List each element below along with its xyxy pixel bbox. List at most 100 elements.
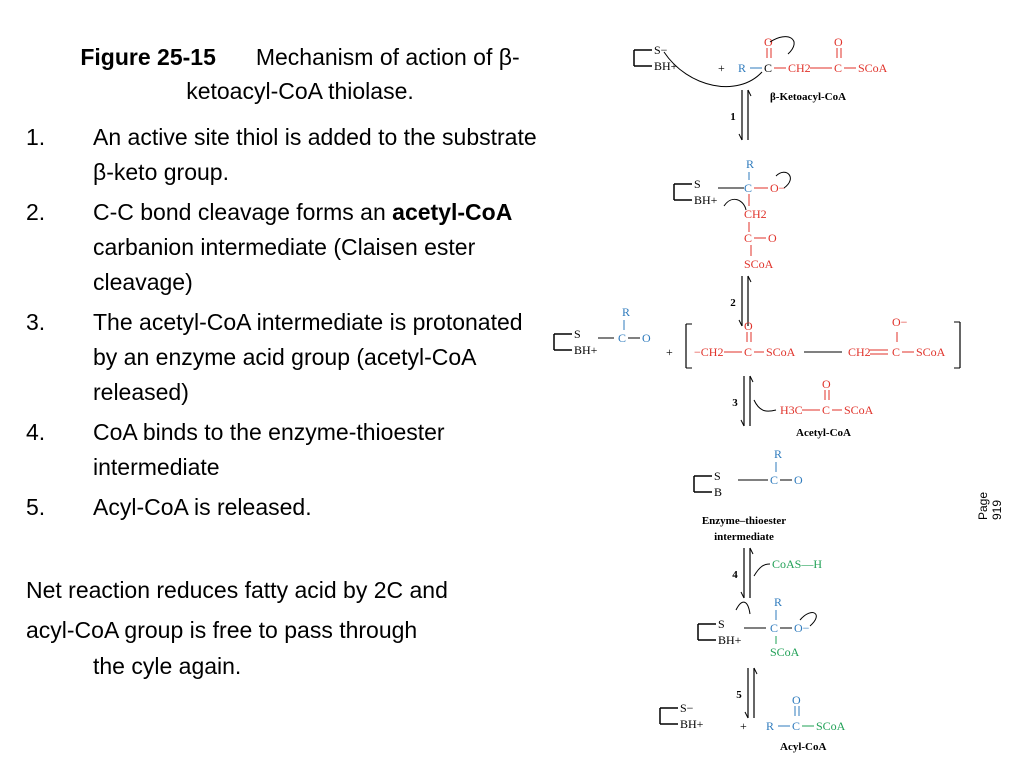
oxygen: O — [768, 231, 777, 245]
step-number: 1. — [26, 124, 46, 150]
label-ketoacyl-coa: β-Ketoacyl-CoA — [770, 91, 846, 103]
step-text-bold: acetyl-CoA — [392, 199, 513, 225]
plus-sign: + — [740, 719, 747, 733]
step-text: The acetyl-CoA intermediate is protonate… — [93, 309, 523, 405]
step-text-before: C-C bond cleavage forms an — [93, 199, 393, 225]
r-group: R — [766, 719, 774, 733]
carbon: C — [744, 231, 752, 245]
label-acyl-coa: Acyl-CoA — [780, 741, 826, 753]
enzyme-1-top: S− — [654, 43, 668, 57]
step-text-after: carbanion intermediate (Claisen ester cl… — [93, 234, 476, 295]
equilibrium-arrow-4-head — [749, 547, 754, 555]
r-group: R — [622, 305, 630, 319]
step-text: Acyl-CoA is released. — [93, 494, 312, 520]
electron-arrow — [735, 601, 751, 615]
r-group: R — [774, 447, 782, 461]
step-number: 4. — [26, 419, 46, 445]
equilibrium-arrow-5-head — [753, 667, 758, 675]
equilibrium-arrow-2-label: 2 — [730, 297, 736, 309]
enzyme-4-bottom: B — [714, 485, 722, 499]
ch2: CH2 — [744, 207, 767, 221]
net-line-2: acyl-CoA group is free to pass through — [26, 617, 418, 643]
electron-arrow — [769, 36, 795, 55]
oxygen: O — [764, 35, 773, 49]
step-number: 5. — [26, 494, 46, 520]
carbon: C — [770, 621, 778, 635]
ch2: CH2 — [848, 345, 871, 359]
equilibrium-arrow-4-head — [740, 591, 745, 599]
carbon: C — [618, 331, 626, 345]
methyl: H3C — [780, 403, 803, 417]
equilibrium-arrow-2-head — [747, 275, 752, 283]
release-arrow — [753, 399, 777, 412]
equilibrium-arrow-5-label: 5 — [736, 689, 742, 701]
oxygen: O — [642, 331, 651, 345]
enzyme-6-top: S− — [680, 701, 694, 715]
enzyme-6-bottom: BH+ — [680, 717, 704, 731]
oxygen: O — [794, 473, 803, 487]
title-line-2: ketoacyl-CoA thiolase. — [186, 78, 414, 104]
equilibrium-arrow-1-label: 1 — [730, 111, 736, 123]
scoa: SCoA — [766, 345, 796, 359]
electron-arrow — [663, 51, 763, 87]
enzyme-5-top: S — [718, 617, 725, 631]
title-text-line1: Mechanism of action of β- — [255, 44, 520, 70]
mechanism-steps: 1.An active site thiol is added to the s… — [26, 120, 551, 530]
step-1: 1.An active site thiol is added to the s… — [26, 120, 551, 190]
coa-entry-arrow — [753, 563, 771, 577]
r-group: R — [746, 157, 754, 171]
oxygen: O — [822, 377, 831, 391]
scoa: SCoA — [744, 257, 774, 271]
plus-sign: + — [718, 61, 725, 75]
step-5: 5. Acyl-CoA is released. — [26, 490, 551, 525]
page-reference: Page 919 — [976, 491, 1004, 520]
oxide: O− — [794, 621, 810, 635]
equilibrium-arrow-1-head — [747, 89, 752, 97]
label-acetyl-coa: Acetyl-CoA — [796, 427, 851, 439]
enzyme-3-bottom: BH+ — [574, 343, 598, 357]
r-group: R — [774, 595, 782, 609]
net-reaction: Net reaction reduces fatty acid by 2C an… — [26, 570, 556, 682]
step-number: 3. — [26, 309, 46, 335]
enzyme-3-top: S — [574, 327, 581, 341]
enzyme-5-bottom: BH+ — [718, 633, 742, 647]
carbon: C — [892, 345, 900, 359]
carbon: C — [744, 345, 752, 359]
scoa: SCoA — [844, 403, 874, 417]
ch2: CH2 — [788, 61, 811, 75]
equilibrium-arrow-3-label: 3 — [732, 397, 738, 409]
enzyme-4-top: S — [714, 469, 721, 483]
step-number: 2. — [26, 199, 46, 225]
carbon: C — [834, 61, 842, 75]
scoa: SCoA — [816, 719, 846, 733]
electron-arrow — [723, 198, 747, 211]
oxide: O− — [892, 315, 908, 329]
carbon: C — [770, 473, 778, 487]
enzyme-1-bottom: BH+ — [654, 59, 678, 73]
equilibrium-arrow-2-head — [738, 319, 743, 327]
electron-arrow — [799, 612, 817, 627]
electron-arrow — [775, 171, 791, 189]
equilibrium-arrow-3-head — [740, 419, 745, 427]
net-line-3: the cyle again. — [93, 653, 242, 679]
step-3: 3. The acetyl-CoA intermediate is protona… — [26, 305, 551, 410]
equilibrium-arrow-1-head — [738, 133, 743, 141]
enzyme-2-bottom: BH+ — [694, 193, 718, 207]
label-thioester-2: intermediate — [714, 531, 774, 543]
equilibrium-arrow-5-head — [744, 711, 749, 719]
scoa: SCoA — [770, 645, 800, 659]
scoa: SCoA — [916, 345, 946, 359]
step-2: 2.C-C bond cleavage forms an acetyl-CoA … — [26, 195, 551, 300]
r-group: R — [738, 61, 746, 75]
label-coash: CoAS—H — [772, 557, 822, 571]
label-thioester-1: Enzyme–thioester — [702, 515, 786, 527]
oxygen: O — [744, 319, 753, 333]
oxide: O− — [770, 181, 786, 195]
equilibrium-arrow-4-label: 4 — [732, 569, 738, 581]
net-line-1: Net reaction reduces fatty acid by 2C an… — [26, 577, 448, 603]
step-4: 4.CoA binds to the enzyme-thioester inte… — [26, 415, 551, 485]
carbon: C — [744, 181, 752, 195]
